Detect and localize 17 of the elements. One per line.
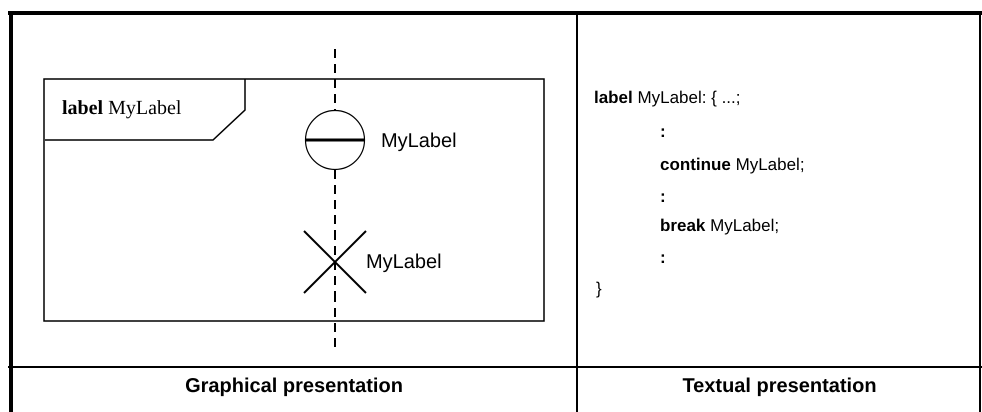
dashed-lifeline bbox=[334, 49, 336, 110]
symbol-label: MyLabel bbox=[366, 251, 442, 274]
column-heading: Graphical presentation bbox=[184, 375, 404, 398]
code-line: break MyLabel; bbox=[660, 216, 780, 236]
column-heading: Textual presentation bbox=[681, 375, 878, 398]
code-line: } bbox=[596, 279, 602, 299]
code-line: : bbox=[660, 248, 666, 268]
code-line: : bbox=[660, 187, 666, 207]
cross-symbol bbox=[304, 231, 366, 293]
code-line: continue MyLabel; bbox=[660, 155, 805, 175]
code-line: : bbox=[660, 122, 666, 142]
dashed-lifeline bbox=[334, 170, 336, 231]
frame-name: label MyLabel bbox=[62, 97, 182, 120]
code-line: label MyLabel: { ...; bbox=[594, 88, 740, 108]
label-circle-symbol bbox=[305, 110, 365, 170]
frame-box bbox=[44, 79, 544, 321]
symbol-label: MyLabel bbox=[381, 130, 457, 153]
